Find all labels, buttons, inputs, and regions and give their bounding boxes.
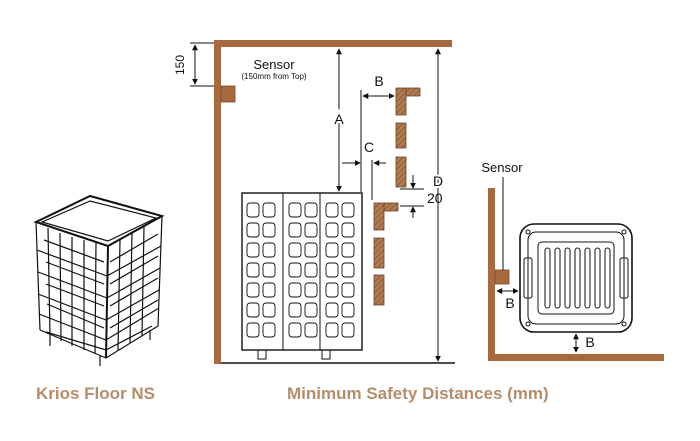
product-name-caption: Krios Floor NS — [36, 384, 156, 403]
wooden-guard-panels — [373, 87, 421, 306]
dimension-20 — [400, 175, 424, 218]
sensor — [220, 85, 236, 103]
top-view-sensor-label: Sensor — [481, 160, 523, 175]
sensor-note: (150mm from Top) — [241, 72, 307, 81]
dimension-d-label: D — [433, 173, 443, 189]
heater-top-view — [519, 223, 633, 333]
dimension-150-label: 150 — [173, 55, 187, 75]
dimension-c-label: C — [364, 139, 374, 155]
sensor-label: Sensor — [253, 57, 295, 72]
diagram-title-caption: Minimum Safety Distances (mm) — [287, 384, 549, 403]
dimension-150 — [190, 42, 214, 87]
top-view-dimension-b-bottom-label: B — [585, 334, 594, 350]
dimension-a-label: A — [334, 111, 344, 127]
dimension-b — [360, 90, 395, 192]
dimension-c — [342, 160, 386, 200]
top-view-dimension-b-side-label: B — [505, 295, 514, 311]
dimension-b-label: B — [374, 73, 383, 89]
heater-front-view — [241, 192, 363, 360]
dimension-20-label: 20 — [427, 190, 443, 206]
heater-product-image — [33, 194, 165, 366]
top-view-sensor — [494, 269, 510, 285]
